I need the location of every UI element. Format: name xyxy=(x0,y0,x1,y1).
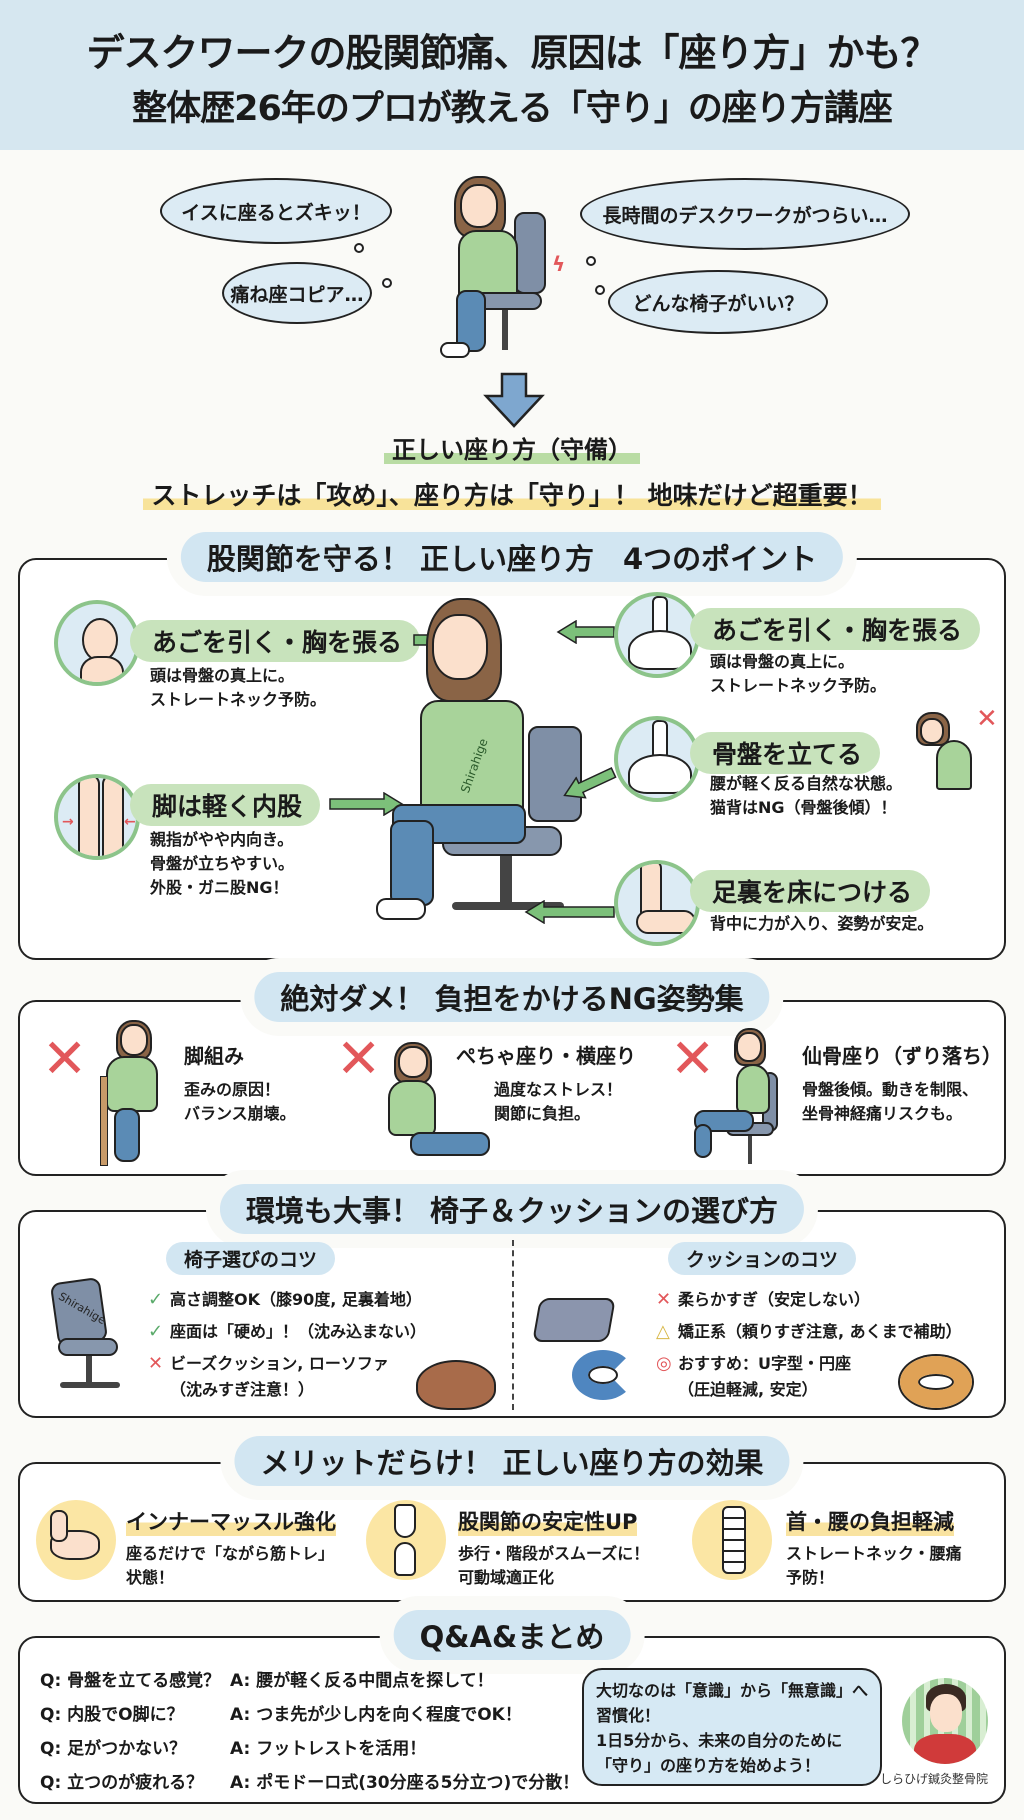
merit-title: インナーマッスル強化 xyxy=(126,1506,336,1536)
page-subtitle: 整体歴26年のプロが教える「守り」の座り方講座 xyxy=(132,89,893,129)
chair-tips-heading: 椅子選びのコツ xyxy=(166,1242,336,1275)
u-cushion-icon xyxy=(572,1350,634,1400)
merit-section-title: メリットだらけ！ 正しい座り方の効果 xyxy=(234,1436,790,1486)
qa-row: Q: 骨盤を立てる感覚？A: 腰が軽く反る中間点を探して！ xyxy=(40,1671,494,1691)
merit-title: 首・腰の負担軽減 xyxy=(786,1506,954,1536)
flat-cushion-icon xyxy=(532,1298,616,1342)
merit-desc: 座るだけで「ながら筋トレ」 状態！ xyxy=(126,1544,335,1587)
point-label: 骨盤を立てる xyxy=(690,732,881,774)
ng-item-title: ぺちゃ座り・横座り xyxy=(456,1044,636,1068)
thought-dot xyxy=(354,243,364,253)
cushion-tip: △矯正系（頼りすぎ注意, あくまで補助） xyxy=(656,1321,962,1342)
correct-posture-illustration: Shirahige xyxy=(376,590,598,930)
thought-dot xyxy=(382,278,392,288)
spine-icon xyxy=(692,1500,772,1580)
down-arrow-icon xyxy=(483,372,545,428)
muscle-arm-icon xyxy=(36,1500,116,1580)
ng-item-desc: 過度なストレス！ 関節に負担。 xyxy=(494,1080,623,1123)
worry-bubble: どんな椅子がいい？ xyxy=(608,270,828,334)
green-arrow-left-icon xyxy=(556,620,615,644)
ng-item-desc: 骨盤後傾。動きを制限、 坐骨神経痛リスクも。 xyxy=(802,1080,979,1123)
qa-section-title: Q&A&まとめ xyxy=(393,1610,631,1660)
slumped-sitting-illustration xyxy=(690,1024,790,1170)
green-arrow-left-icon xyxy=(524,900,615,924)
point-desc: 頭は骨盤の真上に。 ストレートネック予防。 xyxy=(710,652,887,695)
ng-section-title: 絶対ダメ！ 負担をかけるNG姿勢集 xyxy=(254,972,770,1022)
point-label: あごを引く・胸を張る xyxy=(690,608,981,650)
divider xyxy=(512,1240,514,1410)
slouch-ng-illustration: ✕ xyxy=(916,704,998,790)
pelvis-spine-icon xyxy=(614,592,700,678)
point-label: 足裏を床につける xyxy=(690,870,931,912)
chair-tip: ✓座面は「硬め」！（沈み込まない） xyxy=(148,1321,427,1342)
bean-bag-icon xyxy=(416,1360,496,1410)
qa-row: Q: 立つのが疲れる？A: ポモドーロ式(30分座る5分立つ)で分散！ xyxy=(40,1773,580,1793)
point-desc: 親指がやや内向き。 骨盤が立ちやすい。 外股・ガニ股NG！ xyxy=(150,830,295,897)
cushion-tip: ✕柔らかすぎ（安定しない） xyxy=(656,1289,871,1310)
ng-item-title: 脚組み xyxy=(184,1044,244,1068)
clinic-credit: しらひげ鍼灸整骨院 xyxy=(880,1772,989,1786)
ng-item-title: 仙骨座り（ずり落ち） xyxy=(802,1044,1002,1068)
ng-item-desc: 歪みの原因！ バランス崩壊。 xyxy=(184,1080,296,1123)
summary-speech-bubble: 大切なのは「意識」から「無意識」へ 習慣化！ 1日5分から、未来の自分のために … xyxy=(582,1668,882,1786)
page-title: デスクワークの股関節痛、原因は「座り方」かも？ xyxy=(86,31,938,75)
qa-row: Q: 足がつかない？A: フットレストを活用！ xyxy=(40,1739,427,1759)
chair-tip: ✓高さ調整OK（膝90度, 足裏着地） xyxy=(148,1289,422,1310)
point-label: 脚は軽く内股 xyxy=(130,784,321,826)
qa-row: Q: 内股でO脚に？A: つま先が少し内を向く程度でOK！ xyxy=(40,1705,522,1725)
ng-mark-icon: ✕ xyxy=(42,1027,88,1090)
chair-tip-note: （沈みすぎ注意！） xyxy=(170,1380,315,1399)
cushion-tip-note: （圧迫軽減, 安定） xyxy=(678,1380,818,1399)
leg-cross-illustration xyxy=(100,1016,170,1166)
ng-mark-icon: ✕ xyxy=(976,704,998,734)
merit-desc: 歩行・階段がスムーズに！ 可動域適正化 xyxy=(458,1544,650,1587)
worry-bubble: 長時間のデスクワークがつらい… xyxy=(580,178,910,250)
intro-tagline: ストレッチは「攻め」、座り方は「守り」！ 地味だけど超重要！ xyxy=(0,476,1024,512)
head-neck-icon xyxy=(54,600,140,686)
cushion-tip: ◎おすすめ：U字型・円座 xyxy=(656,1353,851,1374)
env-section-title: 環境も大事！ 椅子＆クッションの選び方 xyxy=(219,1184,805,1234)
ring-cushion-icon xyxy=(900,1356,972,1408)
pelvis-icon xyxy=(614,716,700,802)
point-desc: 背中に力が入り、姿勢が安定。 xyxy=(710,914,934,933)
point-desc: 腰が軽く反る自然な状態。 猫背はNG（骨盤後傾）！ xyxy=(710,774,903,817)
merit-title: 股関節の安定性UP xyxy=(458,1506,638,1536)
worried-woman-illustration: ϟ xyxy=(430,172,590,362)
ng-mark-icon: ✕ xyxy=(670,1027,716,1090)
office-chair-icon: Shirahige xyxy=(46,1276,130,1400)
knee-joint-icon xyxy=(366,1500,446,1580)
avatar xyxy=(902,1678,988,1764)
worry-bubble: 痛ね座コピア… xyxy=(222,262,372,324)
foot-icon xyxy=(614,860,700,946)
point-label: あごを引く・胸を張る xyxy=(130,620,421,662)
thought-dot xyxy=(586,256,596,266)
points-section-title: 股関節を守る！ 正しい座り方 4つのポイント xyxy=(180,532,844,582)
ng-mark-icon: ✕ xyxy=(336,1027,382,1090)
thought-dot xyxy=(595,285,605,295)
point-desc: 頭は骨盤の真上に。 ストレートネック予防。 xyxy=(150,666,327,709)
page-header: デスクワークの股関節痛、原因は「座り方」かも？ 整体歴26年のプロが教える「守り… xyxy=(0,0,1024,150)
worry-bubble: イスに座るとズキッ！ xyxy=(160,178,392,244)
intro-heading: 正しい座り方（守備） xyxy=(0,430,1024,465)
green-arrow-left-icon xyxy=(563,767,617,799)
knees-icon: → ← xyxy=(54,774,140,860)
merit-desc: ストレートネック・腰痛 予防！ xyxy=(786,1544,962,1587)
cushion-tips-heading: クッションのコツ xyxy=(668,1242,857,1275)
side-sitting-illustration xyxy=(380,1036,500,1166)
chair-tip: ✕ビーズクッション, ローソファ xyxy=(148,1353,389,1374)
